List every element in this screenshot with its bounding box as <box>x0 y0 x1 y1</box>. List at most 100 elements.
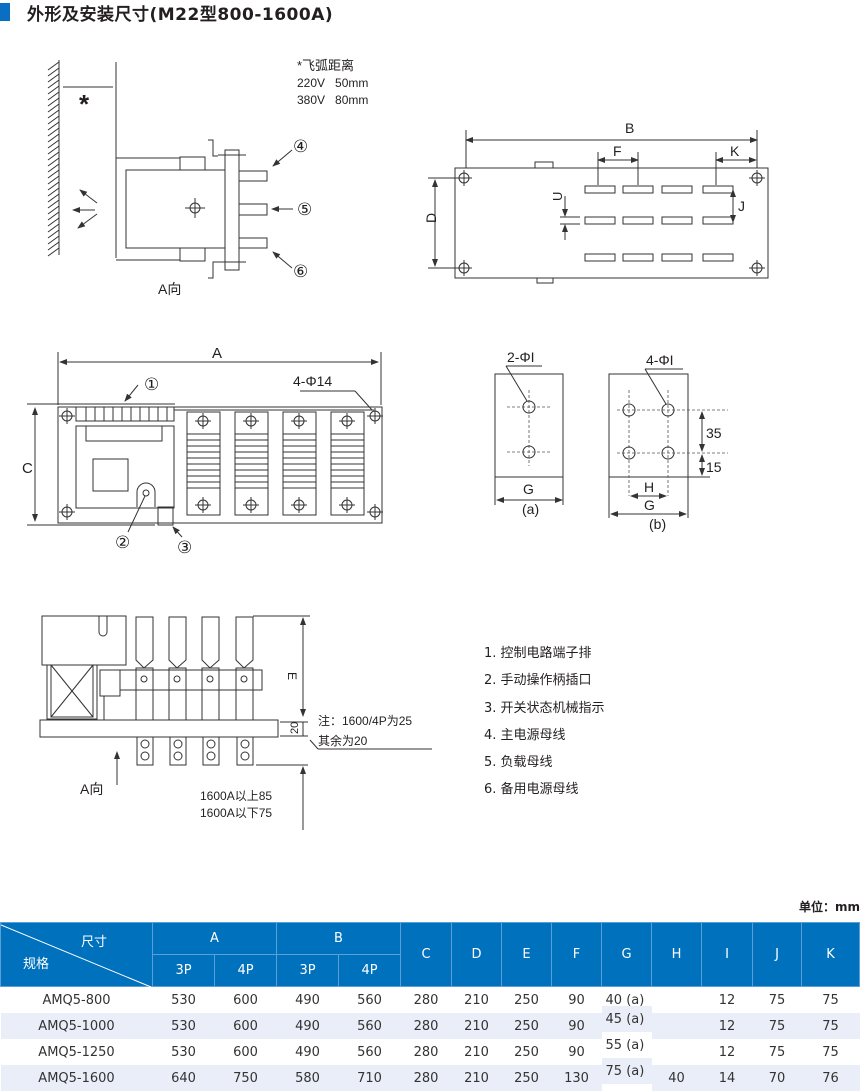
parts-legend: 1. 控制电路端子排 2. 手动操作柄插口 3. 开关状态机械指示 4. 主电源… <box>484 640 605 804</box>
below-1600-note: 1600A以下75 <box>200 806 272 820</box>
page-title: 外形及安装尺寸(M22型800-1600A) <box>27 5 334 25</box>
cell-A3: 530 <box>171 992 196 1008</box>
wall-hatch <box>47 115 60 125</box>
terminal-bolt <box>140 751 150 761</box>
cell-A3: 530 <box>171 1044 196 1060</box>
slot <box>584 216 616 225</box>
wall-hatch <box>47 91 60 101</box>
arc-distance-title: *飞弧距离 <box>297 58 354 73</box>
cell-G: 55 (a) <box>605 1037 645 1053</box>
slot <box>661 216 693 225</box>
asterisk-mark: * <box>79 89 90 119</box>
cell-B3: 490 <box>295 992 320 1008</box>
header-A-3P: 3P <box>152 954 215 987</box>
cell-H <box>652 1039 702 1065</box>
cell-J: 75 <box>768 1044 786 1060</box>
cell-B3: 580 <box>276 1065 339 1091</box>
direction-label-2: A向 <box>80 781 103 797</box>
header-G: G <box>601 922 653 987</box>
dim-20: 20 <box>289 722 301 734</box>
dim-J: J <box>738 198 745 214</box>
terminal-bolt <box>173 751 183 761</box>
cell-K: 75 <box>822 1044 839 1060</box>
pole-contact <box>135 616 154 669</box>
slot <box>622 253 654 262</box>
cell-C: 280 <box>413 1044 439 1060</box>
holes-label-a: 2-ΦI <box>507 349 535 365</box>
dim-G-a: G <box>523 481 534 497</box>
cell-J: 75 <box>752 1013 802 1039</box>
cell-K: 76 <box>801 1065 860 1091</box>
dim-U: U <box>550 192 565 201</box>
pole-pin <box>240 675 248 683</box>
header-B-3P: 3P <box>276 954 339 987</box>
cell-A3: 640 <box>152 1065 215 1091</box>
wall-hatch <box>47 67 60 77</box>
title-accent-bar <box>0 3 10 21</box>
wall-hatch <box>47 103 60 113</box>
slot <box>584 185 616 194</box>
cell-A4: 600 <box>233 1044 258 1060</box>
pole-body <box>201 667 220 721</box>
header-I: I <box>701 922 754 987</box>
header-B-4P: 4P <box>337 954 402 987</box>
cell-model: AMQ5-1600 <box>0 1065 153 1091</box>
cell-H <box>652 987 702 1014</box>
header-H: H <box>651 922 703 987</box>
cell-H: 40 <box>651 1065 702 1091</box>
dimension-table: 尺寸 规格 A B C D E F G H I J K 3P 4P 3P 4P … <box>0 922 860 1091</box>
cell-D: 210 <box>451 1065 502 1091</box>
header-J: J <box>752 922 803 987</box>
pole-contact <box>235 616 254 669</box>
cell-B4: 560 <box>357 992 382 1008</box>
callout-4: ④ <box>293 137 308 156</box>
cell-I: 12 <box>718 1044 736 1060</box>
wall-hatch <box>47 61 60 71</box>
wall-hatch <box>47 163 60 173</box>
cell-C: 280 <box>400 1013 452 1039</box>
wall-hatch <box>47 235 60 245</box>
cell-K: 75 <box>801 1013 860 1039</box>
corner-bottom: 规格 <box>23 957 50 972</box>
side-view: * ④ ⑤ ⑥ A向 *飞弧距离 220V 50mm 380V 80mm <box>47 58 368 297</box>
cell-E: 250 <box>501 1013 552 1039</box>
arc-distance-380: 380V 80mm <box>297 93 368 107</box>
wall-hatch <box>47 241 60 251</box>
wall-hatch <box>47 109 60 119</box>
header-F: F <box>551 922 603 987</box>
cell-A4: 600 <box>214 1013 277 1039</box>
terminal-bolt <box>206 739 216 749</box>
cell-B3: 490 <box>276 1013 339 1039</box>
cell-F: 130 <box>551 1065 602 1091</box>
wall-hatch <box>47 187 60 197</box>
unit-label: 单位：mm <box>798 900 860 914</box>
terminal-bolt <box>240 751 250 761</box>
slot <box>622 216 654 225</box>
wall-hatch <box>47 199 60 209</box>
terminal-bolt <box>206 751 216 761</box>
cell-D: 210 <box>464 1044 489 1060</box>
cell-D: 210 <box>451 1013 502 1039</box>
terminal-bolt <box>140 739 150 749</box>
wall-hatch <box>47 157 60 167</box>
terminal-bolt <box>240 739 250 749</box>
cell-J: 75 <box>768 992 786 1008</box>
cell-model: AMQ5-1250 <box>38 1044 115 1060</box>
note-line-1: 注：1600/4P为25 <box>318 713 412 728</box>
dim-35: 35 <box>706 425 722 441</box>
terminal <box>169 736 187 766</box>
pole-body <box>135 667 154 721</box>
legend-item: 6. 备用电源母线 <box>484 782 579 798</box>
legend-item: 4. 主电源母线 <box>484 727 566 743</box>
wall-hatch <box>47 85 60 95</box>
lower-side-view: E 20 注：1600/4P为25 其余为20 A向 1600A以上85 160… <box>39 615 432 830</box>
dim-C: C <box>22 460 33 477</box>
cell-G: 45 (a) <box>601 1006 652 1032</box>
cell-A4: 600 <box>233 992 258 1008</box>
cell-E: 250 <box>514 992 539 1008</box>
slot <box>702 216 734 225</box>
